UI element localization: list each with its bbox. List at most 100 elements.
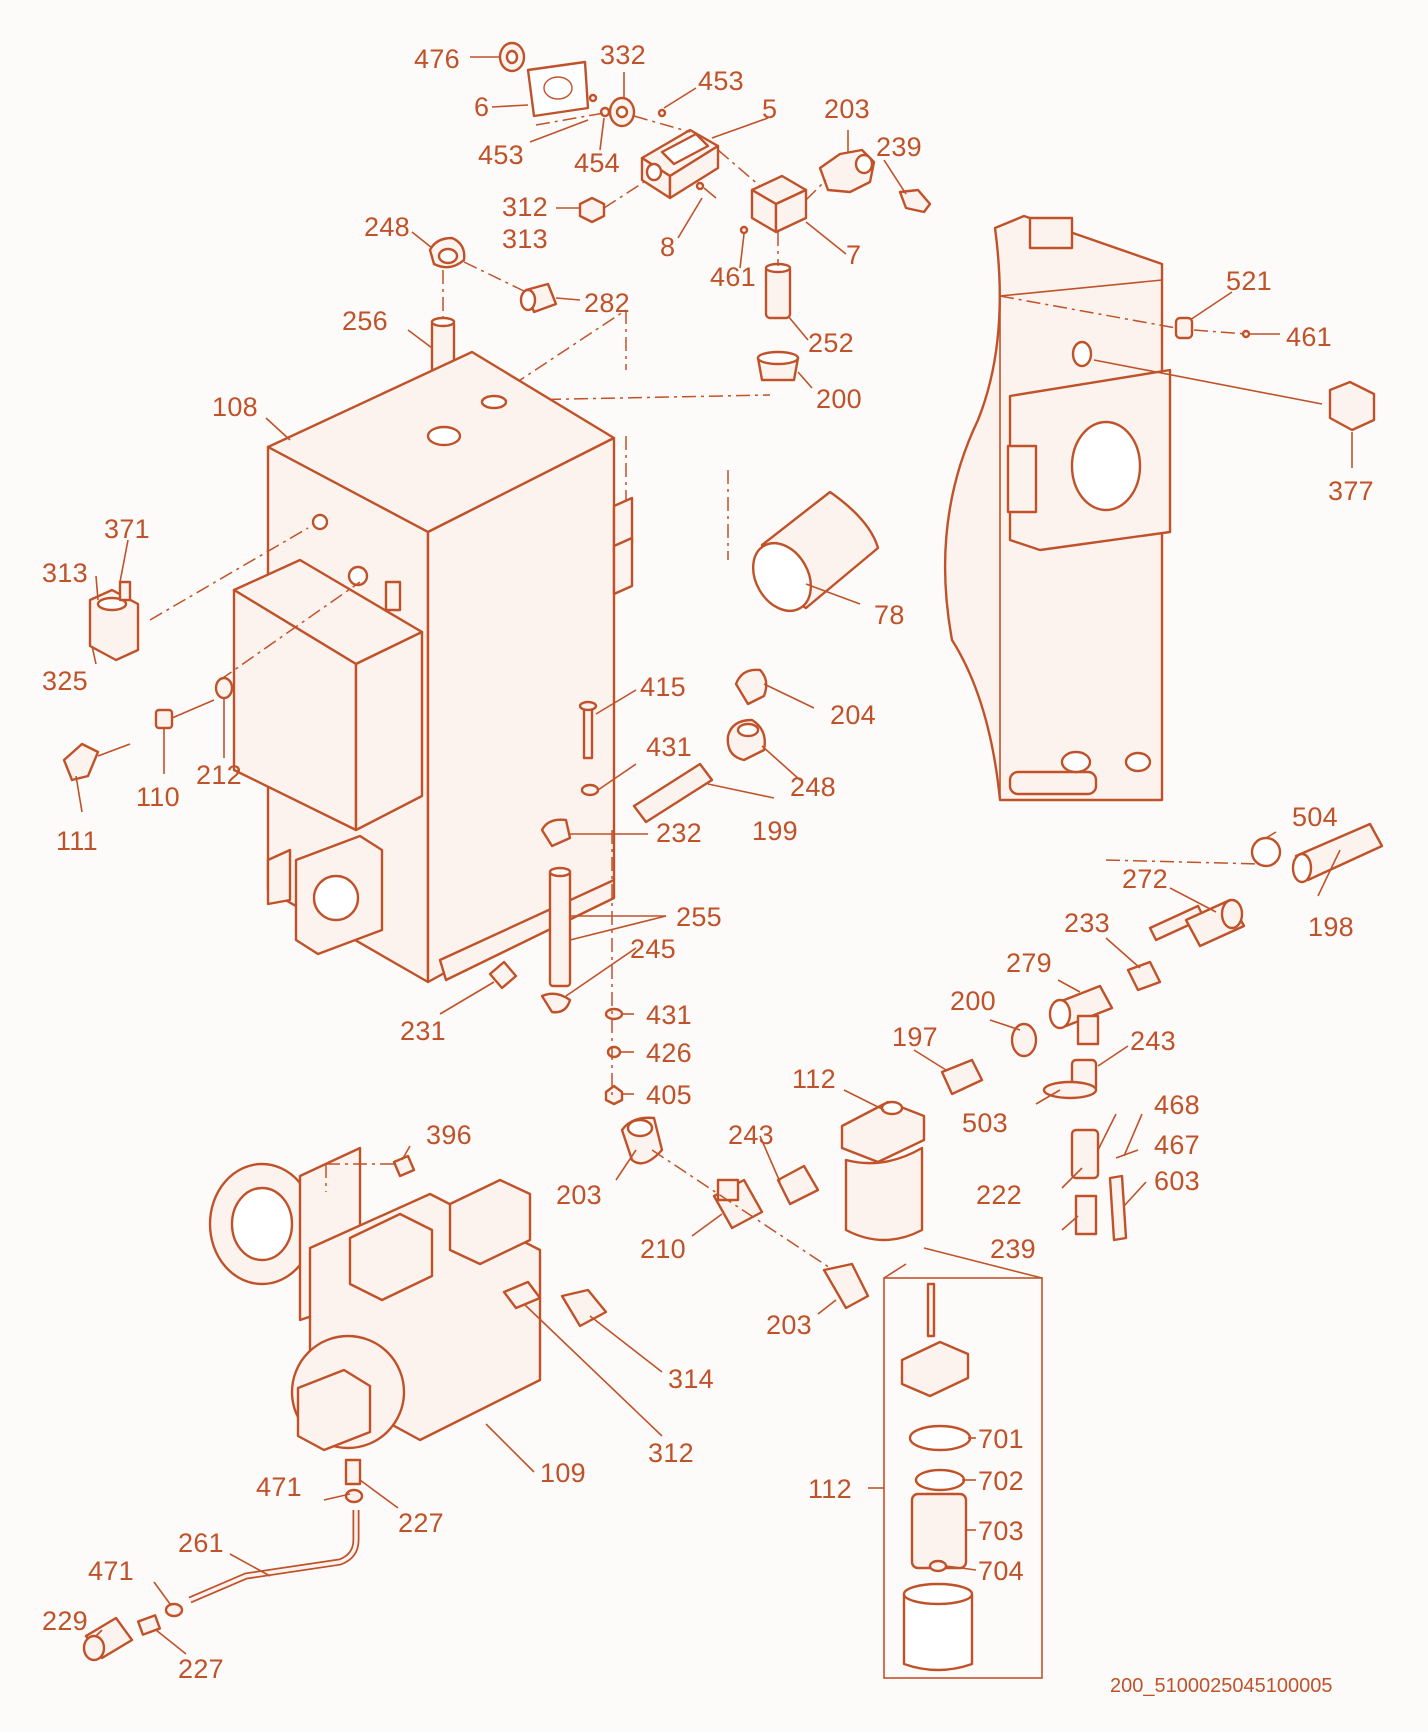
label-415: 415 xyxy=(640,672,686,702)
label-503: 503 xyxy=(962,1108,1008,1138)
label-603: 603 xyxy=(1154,1166,1200,1196)
label-431-a: 431 xyxy=(646,732,692,762)
part-197-nipple xyxy=(940,1058,984,1096)
label-504: 504 xyxy=(1292,802,1338,832)
part-377-sensor xyxy=(1093,359,1376,432)
part-431-washer-a xyxy=(580,783,600,797)
label-108: 108 xyxy=(212,392,258,422)
label-78: 78 xyxy=(874,600,905,630)
part-pump-window xyxy=(294,834,384,956)
part-504-cap xyxy=(1250,836,1282,868)
part-199-pipe xyxy=(632,762,714,824)
part-109-burner xyxy=(208,1146,608,1452)
part-454-screw xyxy=(599,106,611,118)
part-203-elbow-b xyxy=(620,1116,664,1165)
label-243-b: 243 xyxy=(728,1120,774,1150)
label-239-b: 239 xyxy=(990,1234,1036,1264)
label-461-b: 461 xyxy=(1286,322,1332,352)
part-tank-cutaway xyxy=(943,214,1172,802)
label-377: 377 xyxy=(1328,476,1374,506)
part-227-fitting-b xyxy=(136,1614,162,1636)
label-204: 204 xyxy=(830,700,876,730)
label-8: 8 xyxy=(660,232,676,262)
label-313-b: 313 xyxy=(42,558,88,588)
part-325-controller xyxy=(88,588,140,662)
label-6: 6 xyxy=(474,92,490,122)
part-78-sleeve xyxy=(751,490,880,612)
part-461-screw-right xyxy=(1241,329,1251,339)
label-111: 111 xyxy=(56,826,98,856)
part-210-tee xyxy=(712,1178,764,1230)
part-396-screw xyxy=(392,1154,416,1178)
part-248-elbow-mid xyxy=(726,718,766,762)
label-471-b: 471 xyxy=(88,1556,134,1586)
label-248-a: 248 xyxy=(364,212,410,242)
part-471-nut-a xyxy=(344,1488,364,1504)
part-233-nipple xyxy=(1126,960,1162,992)
label-248-b: 248 xyxy=(790,772,836,802)
label-453-b: 453 xyxy=(698,66,744,96)
label-521: 521 xyxy=(1226,266,1272,296)
part-203-elbow xyxy=(818,148,876,194)
part-8-pin xyxy=(695,181,717,199)
label-231: 231 xyxy=(400,1016,446,1046)
part-272-valve xyxy=(1148,898,1246,948)
label-233: 233 xyxy=(1064,908,1110,938)
part-471-nut-b xyxy=(164,1602,184,1618)
label-256: 256 xyxy=(342,306,388,336)
label-203-a: 203 xyxy=(824,94,870,124)
part-198-pipe xyxy=(1291,822,1384,884)
label-252: 252 xyxy=(808,328,854,358)
label-703: 703 xyxy=(978,1516,1024,1546)
label-198: 198 xyxy=(1308,912,1354,942)
label-243-a: 243 xyxy=(1130,1026,1176,1056)
label-227-b: 227 xyxy=(178,1654,224,1684)
label-109: 109 xyxy=(540,1458,586,1488)
label-468: 468 xyxy=(1154,1090,1200,1120)
label-222: 222 xyxy=(976,1180,1022,1210)
label-282: 282 xyxy=(584,288,630,318)
label-255: 255 xyxy=(676,902,722,932)
label-467: 467 xyxy=(1154,1130,1200,1160)
part-231-nipple xyxy=(488,960,518,990)
part-255-pipe xyxy=(548,866,572,988)
part-521-clip xyxy=(1174,316,1194,340)
label-212: 212 xyxy=(196,760,242,790)
label-232: 232 xyxy=(656,818,702,848)
label-431-b: 431 xyxy=(646,1000,692,1030)
part-227-fitting-a xyxy=(344,1458,362,1486)
label-5: 5 xyxy=(762,94,778,124)
filter-detail-box xyxy=(883,1247,1043,1679)
part-461-screw xyxy=(739,225,749,235)
label-112-b: 112 xyxy=(808,1474,852,1504)
label-229: 229 xyxy=(42,1606,88,1636)
part-control-box xyxy=(232,558,424,832)
label-312-a: 312 xyxy=(502,192,548,222)
label-471-a: 471 xyxy=(256,1472,302,1502)
label-261: 261 xyxy=(178,1528,224,1558)
part-312-nut xyxy=(578,196,606,224)
part-112-filter xyxy=(840,1100,926,1242)
label-279: 279 xyxy=(1006,948,1052,978)
part-204-elbow xyxy=(734,668,768,706)
label-371: 371 xyxy=(104,514,150,544)
part-243-nipple-b xyxy=(776,1164,820,1206)
label-272: 272 xyxy=(1122,864,1168,894)
label-200-a: 200 xyxy=(816,384,862,414)
part-248-elbow-top xyxy=(428,236,466,269)
drawing-code: 200_5100025045100005 xyxy=(1110,1675,1333,1697)
label-312-b: 312 xyxy=(648,1438,694,1468)
label-227-a: 227 xyxy=(398,1508,444,1538)
label-7: 7 xyxy=(846,240,862,270)
part-503-bracket xyxy=(1042,1080,1098,1100)
part-603-handle xyxy=(1108,1174,1128,1242)
label-332: 332 xyxy=(600,40,646,70)
part-232-elbow xyxy=(540,818,572,848)
part-229-connector xyxy=(82,1616,134,1662)
part-203-elbow-c xyxy=(822,1262,870,1310)
part-415-bolt xyxy=(578,700,598,760)
part-212-plug xyxy=(214,676,234,700)
part-279-tee xyxy=(1048,984,1114,1046)
